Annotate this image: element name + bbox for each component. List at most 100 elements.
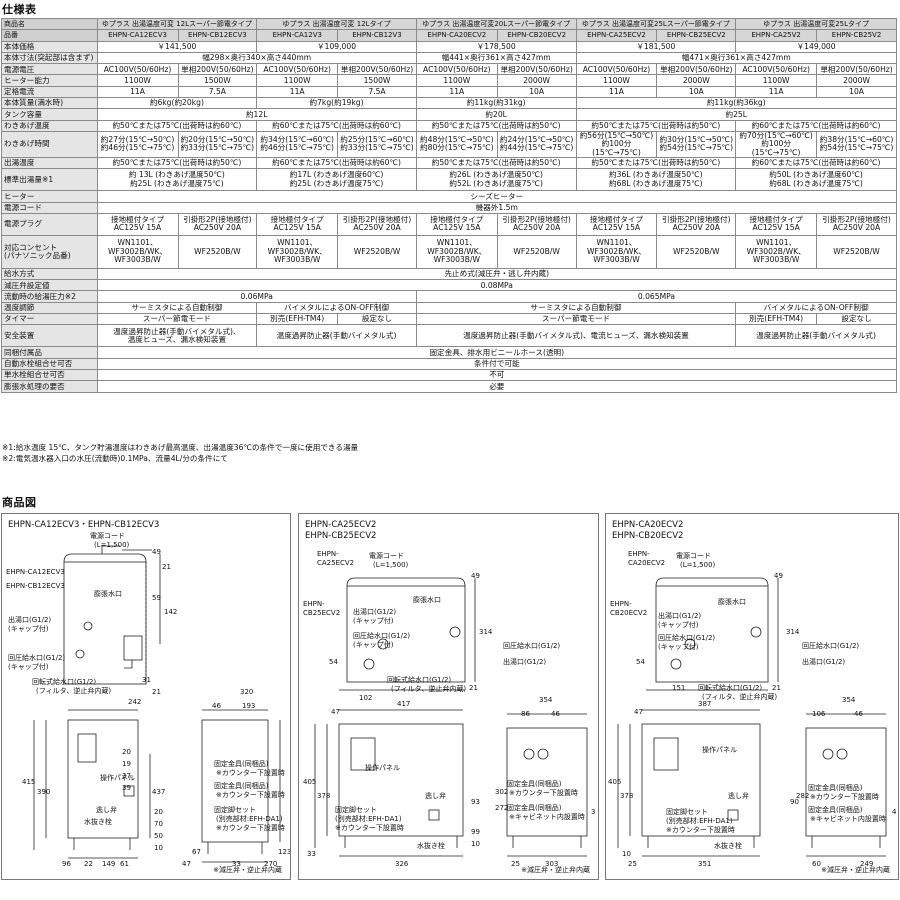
spec-cell: 単相200V(50/60Hz) — [337, 63, 417, 76]
spec-cell: 約50L (わきあげ温度60℃)約68L (わきあげ温度75℃) — [735, 168, 897, 192]
spec-cell: AC100V(50/60Hz) — [415, 63, 498, 76]
spec-cell: 不可 — [96, 368, 898, 382]
bracket-note-2: ※キャビネット内設置時 — [810, 814, 886, 823]
dimension-value: 249 — [860, 860, 873, 868]
dimension-value: 90 — [790, 798, 799, 806]
outlet-cap-label: (キャップ付) — [8, 624, 49, 633]
spec-cell: 11A — [575, 85, 658, 99]
spec-cell: WF2520B/W — [496, 234, 577, 269]
spec-cell: サーミスタによる自動制御 — [415, 301, 737, 315]
power-cord-label: 電源コード — [90, 531, 125, 540]
model-label-b2: CB20ECV2 — [610, 609, 647, 617]
dimension-value: 354 — [539, 696, 553, 704]
dimension-value: 33 — [307, 850, 316, 858]
spec-cell: 11A — [735, 85, 818, 99]
top-view-body — [346, 585, 466, 683]
spec-row-label: 減圧弁設定値 — [1, 279, 98, 292]
spec-row-label: タイマー — [1, 313, 98, 326]
drawing-12l: EHPN-CA12ECV3EHPN-CB12ECV3電源コード(L=1,500)… — [6, 531, 290, 868]
spec-row-label: 流動時の給湯圧力※2 — [1, 290, 98, 303]
dimension-value: 20 — [154, 808, 163, 816]
dimension-value: 302 — [495, 788, 508, 796]
spec-cell: 温度過昇防止器(手動バイメタル式)、電流ヒューズ、漏水検知装置 — [415, 324, 737, 348]
swivel-inlet-label: 回転式給水口(G1/2) — [387, 675, 451, 684]
dimension-value: 33 — [232, 860, 241, 868]
dimension-value: 314 — [479, 628, 493, 636]
spec-cell: EHPN-CA12ECV3 — [96, 29, 179, 42]
inlet-label: 回圧給水口(G1/2) — [658, 633, 715, 642]
dimension-value: 49 — [774, 572, 783, 580]
spec-cell: 10A — [496, 85, 577, 99]
model-label-b: EHPN- — [610, 600, 632, 608]
spec-cell: 幅471×奥行361×高さ427mm — [575, 51, 897, 65]
operation-panel-label: 操作パネル — [702, 745, 737, 754]
dimension-value: 10 — [622, 850, 631, 858]
spec-cell: 温度過昇防止器(手動バイメタル式)、温度ヒューズ、漏水検知装置 — [96, 324, 258, 348]
spec-cell: EHPN-CA12V3 — [256, 29, 339, 42]
spec-cell: 約12L — [96, 108, 417, 121]
spec-cell: 機器外1.5m — [96, 201, 898, 214]
spec-row: 自動水栓組合せ可否条件付で可能 — [1, 357, 898, 370]
spec-cell: 約56分(15℃→50℃)約100分(15℃→75℃) — [575, 130, 658, 159]
spec-row-label: タンク容量 — [1, 108, 98, 121]
dimension-value: 54 — [329, 658, 338, 666]
filter-label: (フィルタ、逆止弁内蔵) — [391, 684, 466, 693]
dimension-value: 151 — [672, 684, 685, 692]
spec-cell: スーパー節電モード — [415, 313, 737, 326]
inlet-cap-label: (キャップ付) — [353, 640, 394, 649]
dimension-value: 99 — [471, 828, 480, 836]
spec-row: タイマースーパー節電モード別売(EFH-TM4)設定なしスーパー節電モード別売(… — [1, 313, 897, 326]
dimension-value: 25 — [628, 860, 637, 868]
spec-row-label: 自動水栓組合せ可否 — [1, 357, 98, 370]
swivel-inlet-label: 回転式給水口(G1/2) — [698, 683, 762, 692]
spec-cell: 約50℃または75℃(出荷時は約50℃) — [575, 156, 737, 170]
spec-cell: 約48分(15℃→50℃)約80分(15℃→75℃) — [415, 130, 498, 159]
spec-cell: 別売(EFH-TM4) — [735, 313, 818, 326]
stand-note: (別売部材:EFH-DA1) — [335, 814, 402, 823]
expansion-outlet-label: 膨張水口 — [413, 595, 441, 604]
bracket-label: 固定金具(同梱品) — [507, 779, 562, 788]
bracket-note: ※カウンター下設置時 — [810, 792, 879, 801]
dimension-value: 39 — [122, 784, 131, 792]
panel-title-line-1: EHPN-CA20ECV2 — [612, 520, 684, 530]
dimension-value: 4 — [892, 808, 897, 816]
spec-cell: 約50℃または75℃(出荷時は約50℃) — [575, 119, 737, 132]
spec-cell: 約6kg(約20kg) — [96, 97, 258, 110]
spec-cell: 温度過昇防止器(手動バイメタル式) — [256, 324, 417, 348]
spec-row-label: 電源プラグ — [1, 212, 98, 236]
dimension-value: 47 — [182, 860, 191, 868]
dimension-value: 326 — [395, 860, 409, 868]
dimension-value: 60 — [812, 860, 821, 868]
spec-cell: 引掛形2P(接地極付)AC250V 20A — [496, 212, 577, 236]
dimension-value: 86 — [521, 710, 530, 718]
spec-row: 単水栓組合せ可否不可 — [1, 368, 898, 382]
spec-cell: 1500W — [177, 74, 258, 87]
spec-cell: バイメタルによるON-OFF制御 — [735, 301, 897, 315]
expansion-outlet-label: 膨張水口 — [718, 597, 746, 606]
spec-cell: 約11kg(約36kg) — [575, 97, 897, 110]
spec-cell: ￥141,500 — [96, 40, 258, 53]
dimension-value: 46 — [854, 710, 863, 718]
dimension-value: 21 — [772, 684, 781, 692]
spec-cell: 引掛形2P(接地極付)AC250V 20A — [656, 212, 737, 236]
spec-cell: 幅441×奥行361×高さ427mm — [415, 51, 577, 65]
spec-cell: 0.065MPa — [415, 290, 898, 303]
spec-cell: 約 13L (わきあげ温度50℃)約25L (わきあげ温度75℃) — [96, 168, 258, 192]
spec-row-label: わきあげ温度 — [1, 119, 98, 132]
spec-row: 膨張水処理の要否必要 — [1, 380, 898, 393]
dimension-value: 46 — [551, 710, 560, 718]
stand-label: 固定脚セット — [214, 805, 256, 814]
spec-cell: 設定なし — [816, 313, 897, 326]
dimension-value: 20 — [122, 748, 131, 756]
inlet-label: 回圧給水口(G1/2) — [353, 631, 410, 640]
right-view-body — [201, 719, 269, 843]
spec-cell: 約24分(15℃→50℃)約44分(15℃→75℃) — [496, 130, 577, 159]
swivel-inlet-label: 回転式給水口(G1/2) — [32, 677, 96, 686]
dimension-value: 31 — [142, 676, 151, 684]
bracket-note-2: ※カウンター下設置時 — [216, 790, 285, 799]
spec-row-label: 温度調節 — [1, 301, 98, 315]
drain-plug-label: 水抜き栓 — [84, 817, 112, 826]
